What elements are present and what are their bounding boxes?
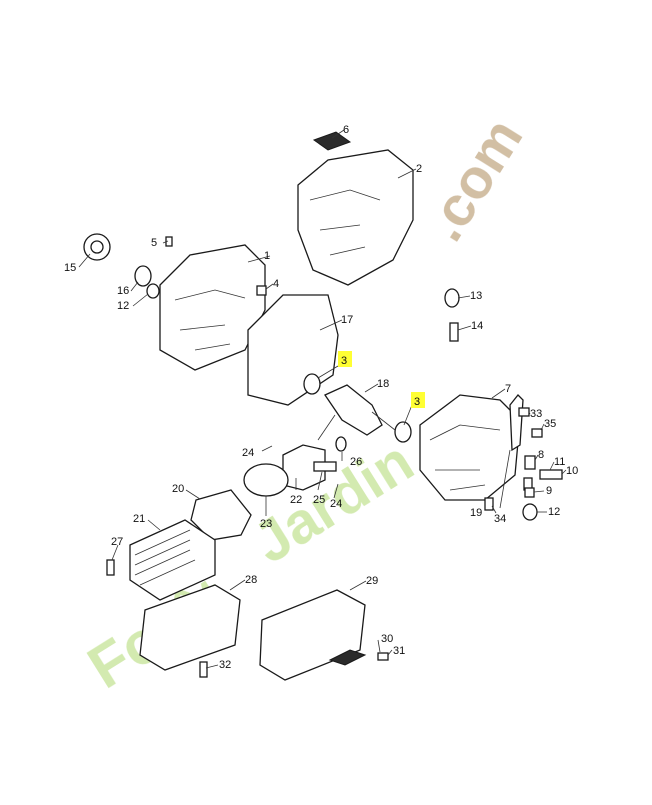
callout-32: 32 (219, 659, 231, 671)
callout-18: 18 (377, 378, 389, 390)
callout-31: 31 (393, 645, 405, 657)
callout-17: 17 (341, 314, 353, 326)
callout-27: 27 (111, 536, 123, 548)
callout-9: 9 (546, 485, 552, 497)
part-25-pin (313, 461, 337, 472)
callout-12b: 12 (548, 506, 560, 518)
part-31-screw (377, 652, 389, 661)
callout-21: 21 (133, 513, 145, 525)
part-28-muffler (139, 584, 241, 671)
callout-3: 3 (341, 355, 347, 367)
callout-35: 35 (544, 418, 556, 430)
part-23-ring (243, 463, 289, 497)
part-32-screw (199, 661, 208, 678)
callout-3-highlight (338, 351, 352, 367)
part-30-shape (328, 649, 367, 666)
part-14-shape (449, 322, 459, 342)
callout-5: 5 (151, 237, 157, 249)
callout-19: 19 (470, 507, 482, 519)
callout-15: 15 (64, 262, 76, 274)
callout-34: 34 (494, 513, 506, 525)
callout-30: 30 (381, 633, 393, 645)
callout-4: 4 (273, 278, 279, 290)
callout-6: 6 (343, 124, 349, 136)
part-20-gasket (190, 489, 252, 541)
callout-20: 20 (172, 483, 184, 495)
part-3-bearing-right (394, 421, 412, 443)
callout-11: 11 (554, 456, 565, 468)
part-1-housing (159, 244, 266, 371)
part-18-crankshaft (324, 384, 383, 436)
part-34-bracket (509, 394, 524, 452)
part-8-shape (524, 455, 536, 470)
callout-12: 12 (117, 300, 129, 312)
watermark-dotcom: .com (412, 107, 535, 251)
part-19-screw (484, 497, 494, 511)
part-29-cover (259, 589, 366, 681)
part-16-shape (134, 265, 152, 287)
part-13-shape (444, 288, 460, 308)
callout-2: 2 (416, 163, 422, 175)
callout-8: 8 (538, 449, 544, 461)
part-6-shape (312, 131, 352, 151)
callout-14: 14 (471, 320, 483, 332)
part-3-bearing-left (303, 373, 321, 395)
callout-24b: 24 (330, 498, 342, 510)
callout-28: 28 (245, 574, 257, 586)
part-33-screw (518, 407, 530, 417)
callout-labels: 1 2 3 3 4 5 6 7 8 9 10 11 12 12 13 14 15… (64, 124, 578, 671)
callout-13: 13 (470, 290, 482, 302)
callout-29: 29 (366, 575, 378, 587)
callout-23: 23 (260, 518, 272, 530)
part-12b-shape (522, 503, 538, 521)
part-26-shape (335, 436, 347, 452)
part-12-shape (146, 283, 160, 299)
part-11-shape (539, 469, 563, 480)
callout-10: 10 (566, 465, 578, 477)
part-27-screw (106, 559, 115, 576)
part-9-shape (524, 487, 535, 498)
leader-lines (78, 129, 567, 669)
part-4-shape (256, 285, 267, 296)
callout-3b-highlight (411, 392, 425, 408)
callout-26: 26 (350, 456, 362, 468)
callout-7: 7 (505, 383, 511, 395)
callout-33: 33 (530, 408, 542, 420)
callout-16: 16 (117, 285, 129, 297)
callout-1: 1 (264, 250, 270, 262)
callout-22: 22 (290, 494, 302, 506)
part-2-housing (297, 149, 414, 286)
callout-24: 24 (242, 447, 254, 459)
part-35-screw (531, 428, 543, 438)
part-7-housing (419, 394, 521, 501)
callout-25: 25 (313, 494, 325, 506)
callout-3b: 3 (414, 396, 420, 408)
